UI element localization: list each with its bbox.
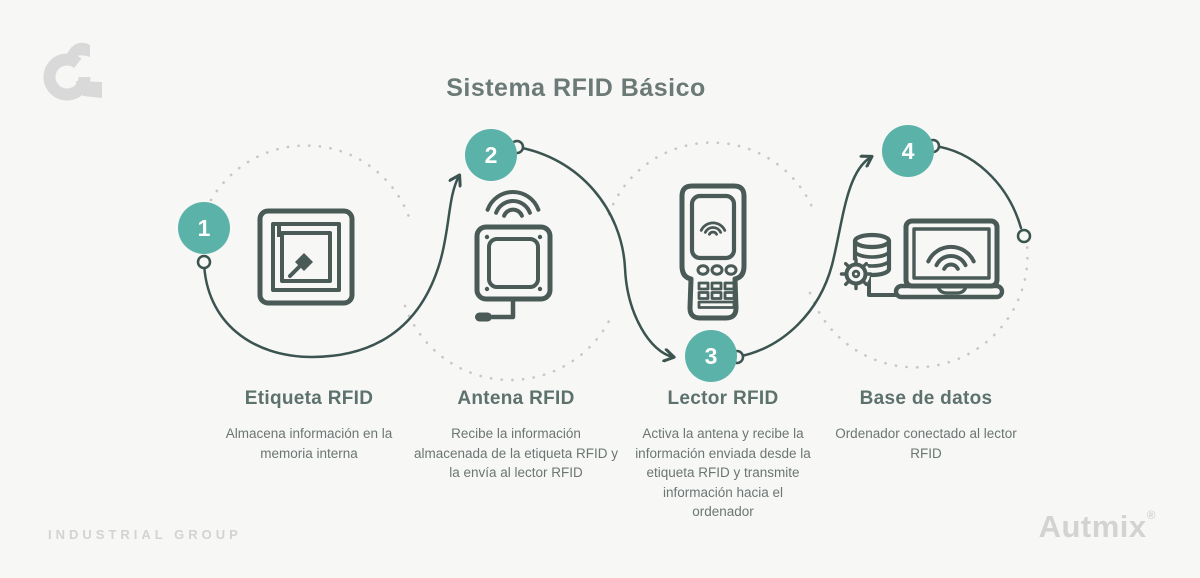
rfid-reader-icon bbox=[679, 183, 747, 321]
step-2-number: 2 bbox=[485, 142, 498, 168]
step-4-title: Base de datos bbox=[859, 388, 993, 409]
registered-mark: ® bbox=[1146, 508, 1156, 522]
flow-curve-3-to-4 bbox=[735, 157, 871, 359]
dotted-arc-step2 bbox=[403, 304, 614, 382]
autmix-wordmark: Autmix® bbox=[1039, 508, 1156, 545]
logo-wedge bbox=[64, 42, 90, 65]
step-3-text: Lector RFID Activa la antena y recibe la… bbox=[631, 388, 815, 522]
flow-curve-4-end bbox=[931, 144, 1023, 230]
autmix-wordmark-text: Autmix bbox=[1038, 509, 1147, 544]
step-4-description: Ordenador conectado al lector RFID bbox=[835, 426, 1017, 461]
rfid-antenna-icon bbox=[474, 189, 553, 322]
step-3-description: Activa la antena y recibe la información… bbox=[635, 426, 811, 520]
step-1-title: Etiqueta RFID bbox=[244, 388, 374, 409]
step-1-text: Etiqueta RFID Almacena información en la… bbox=[219, 388, 399, 463]
step-1-badge: 1 bbox=[178, 202, 230, 254]
step-2-title: Antena RFID bbox=[457, 388, 575, 409]
dotted-arc-step4 bbox=[808, 243, 1029, 369]
step-4-text: Base de datos Ordenador conectado al lec… bbox=[833, 388, 1019, 463]
step-3-number: 3 bbox=[705, 343, 718, 369]
step-2-description: Recibe la información almacenada de la e… bbox=[413, 426, 619, 481]
database-computer-icon bbox=[839, 218, 1005, 300]
dotted-arc-step1 bbox=[209, 144, 411, 219]
step-3-title: Lector RFID bbox=[667, 388, 779, 409]
autmix-logo-icon bbox=[40, 36, 110, 108]
flow-curve-1-to-2 bbox=[202, 176, 459, 359]
step-1-description: Almacena información en la memoria inter… bbox=[225, 426, 393, 461]
database-icon bbox=[852, 232, 892, 250]
antenna-wave-icon bbox=[485, 189, 541, 212]
rfid-tag-icon bbox=[257, 208, 355, 306]
connector-ring-1 bbox=[196, 254, 212, 270]
step-4-number: 4 bbox=[902, 138, 915, 164]
reader-wave-icon bbox=[699, 221, 727, 232]
page-title: Sistema RFID Básico bbox=[446, 74, 706, 102]
step-3-badge: 3 bbox=[685, 330, 737, 382]
connector-ring-end bbox=[1016, 228, 1032, 244]
step-2-badge: 2 bbox=[465, 129, 517, 181]
industrial-group-label: INDUSTRIAL GROUP bbox=[48, 527, 242, 542]
step-4-badge: 4 bbox=[882, 125, 934, 177]
step-2-text: Antena RFID Recibe la información almace… bbox=[413, 388, 619, 483]
laptop-icon bbox=[903, 218, 1000, 289]
laptop-wave-icon bbox=[926, 244, 976, 264]
step-1-number: 1 bbox=[198, 215, 211, 241]
logo-tail bbox=[76, 81, 102, 98]
flow-curve-2-to-3 bbox=[515, 145, 673, 357]
dotted-arc-step3 bbox=[607, 141, 817, 216]
